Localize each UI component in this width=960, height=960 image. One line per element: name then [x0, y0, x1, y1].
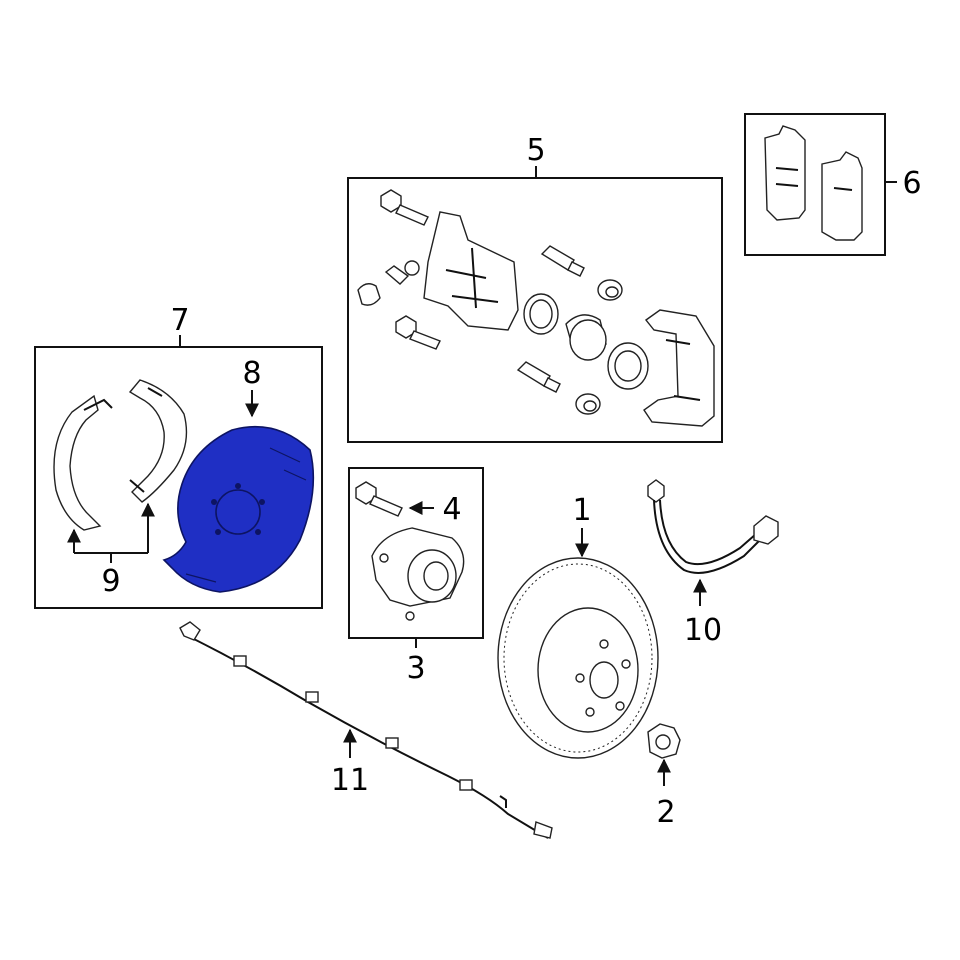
callout-9[interactable]: 9	[101, 564, 120, 599]
callout-10[interactable]: 10	[684, 613, 722, 648]
caliper-bracket-icon	[643, 309, 715, 427]
caliper-bolt-lower-icon	[395, 315, 441, 350]
wheel-hub-icon	[371, 527, 465, 621]
abs-sensor-harness-icon	[179, 621, 553, 839]
caliper-body-icon	[423, 211, 519, 331]
piston-icon	[565, 314, 607, 361]
caliper-bolt-icon	[380, 189, 429, 226]
brake-rotor-group[interactable]: 1	[497, 493, 659, 759]
brake-hose-icon	[647, 479, 779, 574]
dust-shield-icon	[162, 425, 315, 593]
lug-nut-icon	[647, 723, 681, 759]
callout-6[interactable]: 6	[902, 166, 921, 201]
callout-3[interactable]: 3	[406, 651, 425, 686]
callout-9-leader	[67, 502, 155, 563]
brake-hose-group[interactable]: 10	[647, 479, 779, 648]
hub-bolt-icon	[355, 481, 403, 517]
pin-boot-lower-icon	[575, 393, 601, 415]
guide-pin-lower-icon	[516, 361, 561, 393]
parking-brake-group[interactable]: 7 8 9	[34, 303, 323, 609]
callout-4[interactable]: 4	[442, 492, 461, 527]
lug-nut-group[interactable]: 2	[647, 723, 681, 830]
bleeder-screw-icon	[357, 260, 420, 306]
callout-7[interactable]: 7	[170, 303, 189, 338]
brake-pad-outer-icon	[821, 151, 863, 241]
callout-11[interactable]: 11	[331, 763, 369, 798]
callout-2[interactable]: 2	[656, 795, 675, 830]
brake-shoe-right-icon	[128, 379, 188, 503]
pin-boot-upper-icon	[597, 279, 623, 301]
brake-rotor-icon	[497, 557, 659, 759]
brake-pads-group[interactable]: 6	[744, 113, 922, 256]
parking-brake-box	[34, 346, 323, 609]
brake-shoe-left-icon	[53, 394, 113, 531]
callout-1[interactable]: 1	[572, 493, 591, 528]
piston-seal-icon	[523, 293, 559, 335]
dust-boot-icon	[607, 342, 649, 390]
callout-8[interactable]: 8	[242, 356, 261, 391]
callout-5[interactable]: 5	[526, 133, 545, 168]
hub-assembly-group[interactable]: 3 4	[348, 467, 484, 686]
caliper-assembly-group[interactable]: 5	[347, 133, 723, 443]
abs-sensor-harness-group[interactable]: 11	[179, 621, 553, 839]
brake-pad-inner-icon	[764, 125, 806, 221]
brake-pads-box	[744, 113, 886, 256]
guide-pin-upper-icon	[540, 245, 585, 277]
